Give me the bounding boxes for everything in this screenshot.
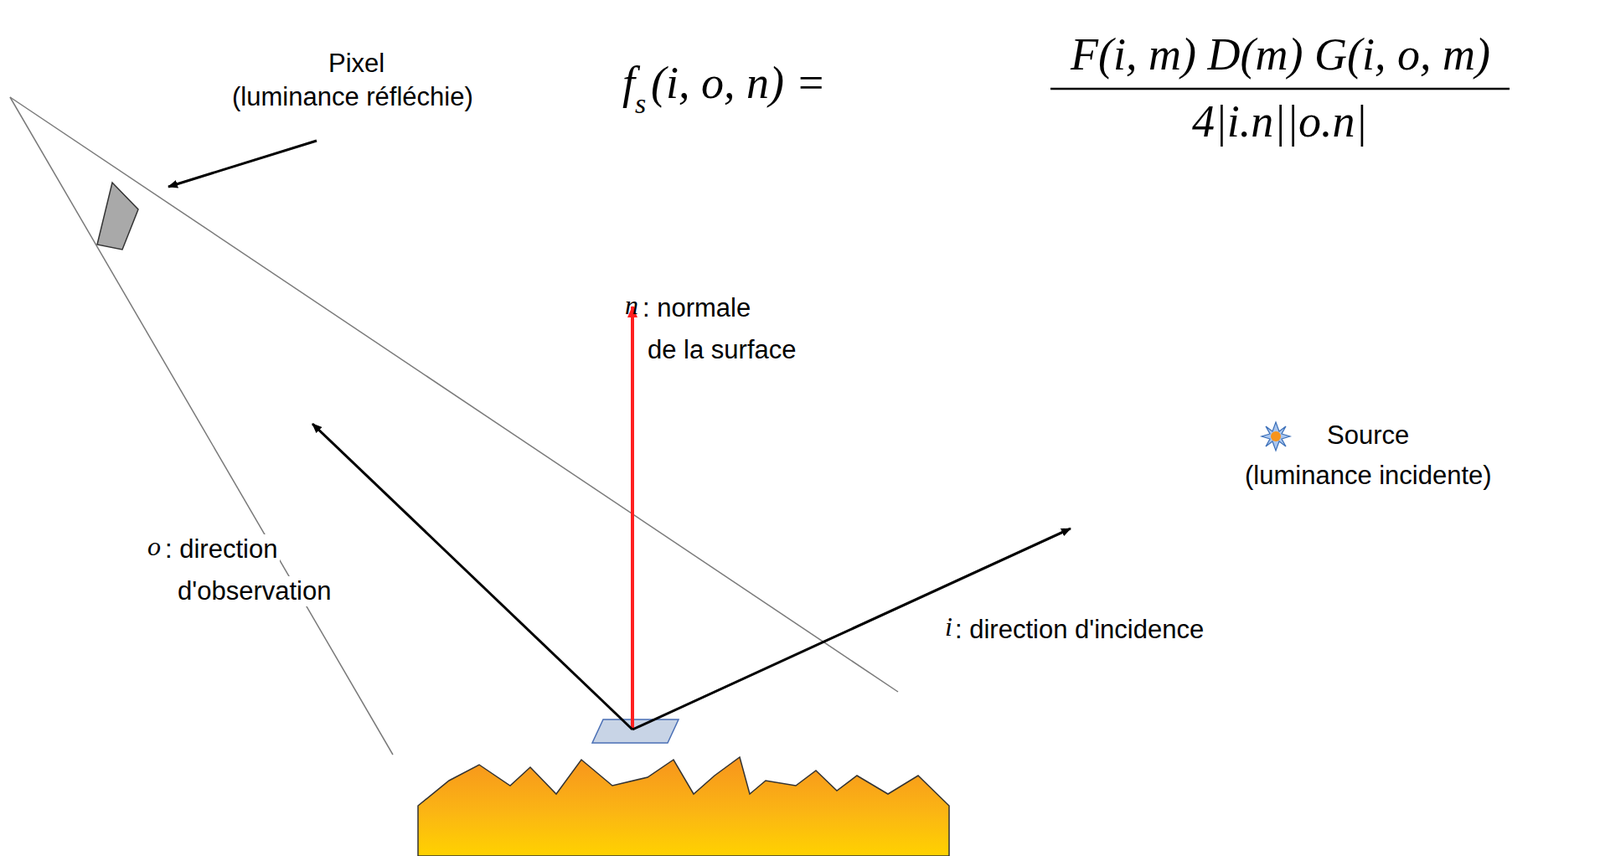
normal-label: de la surface bbox=[645, 335, 800, 366]
material-block bbox=[418, 757, 950, 856]
formula-denominator: 4|i.n||o.n| bbox=[1192, 95, 1368, 148]
incidence-label: : direction d'incidence bbox=[952, 614, 1207, 646]
observation-label: : direction bbox=[162, 534, 280, 565]
pixel-shape bbox=[97, 182, 139, 250]
pixel-label: Pixel bbox=[328, 48, 385, 79]
source-caption: (luminance incidente) bbox=[1244, 460, 1492, 491]
source-label: Source bbox=[1326, 420, 1410, 451]
sun-icon bbox=[1261, 422, 1291, 451]
normal-label: : normale bbox=[640, 293, 754, 324]
pixel-caption: (luminance réfléchie) bbox=[232, 82, 474, 113]
formula-symbol: f bbox=[622, 56, 635, 109]
vector-symbol: n bbox=[624, 289, 639, 321]
observation-arrow bbox=[312, 423, 633, 730]
normal-arrow bbox=[630, 306, 635, 730]
frustum-line bbox=[10, 97, 899, 692]
formula-arguments: (i, o, n) = bbox=[650, 56, 826, 109]
vector-symbol: i bbox=[944, 611, 953, 643]
formula-subscript: s bbox=[634, 87, 646, 120]
surface-patch bbox=[592, 719, 679, 744]
vector-symbol: o bbox=[147, 531, 161, 563]
fraction-bar bbox=[1050, 87, 1510, 91]
formula-numerator: F(i, m) D(m) G(i, o, m) bbox=[1070, 28, 1491, 81]
pointer-arrow bbox=[168, 140, 317, 187]
frustum-line bbox=[10, 97, 393, 755]
observation-label: d'observation bbox=[175, 576, 334, 607]
